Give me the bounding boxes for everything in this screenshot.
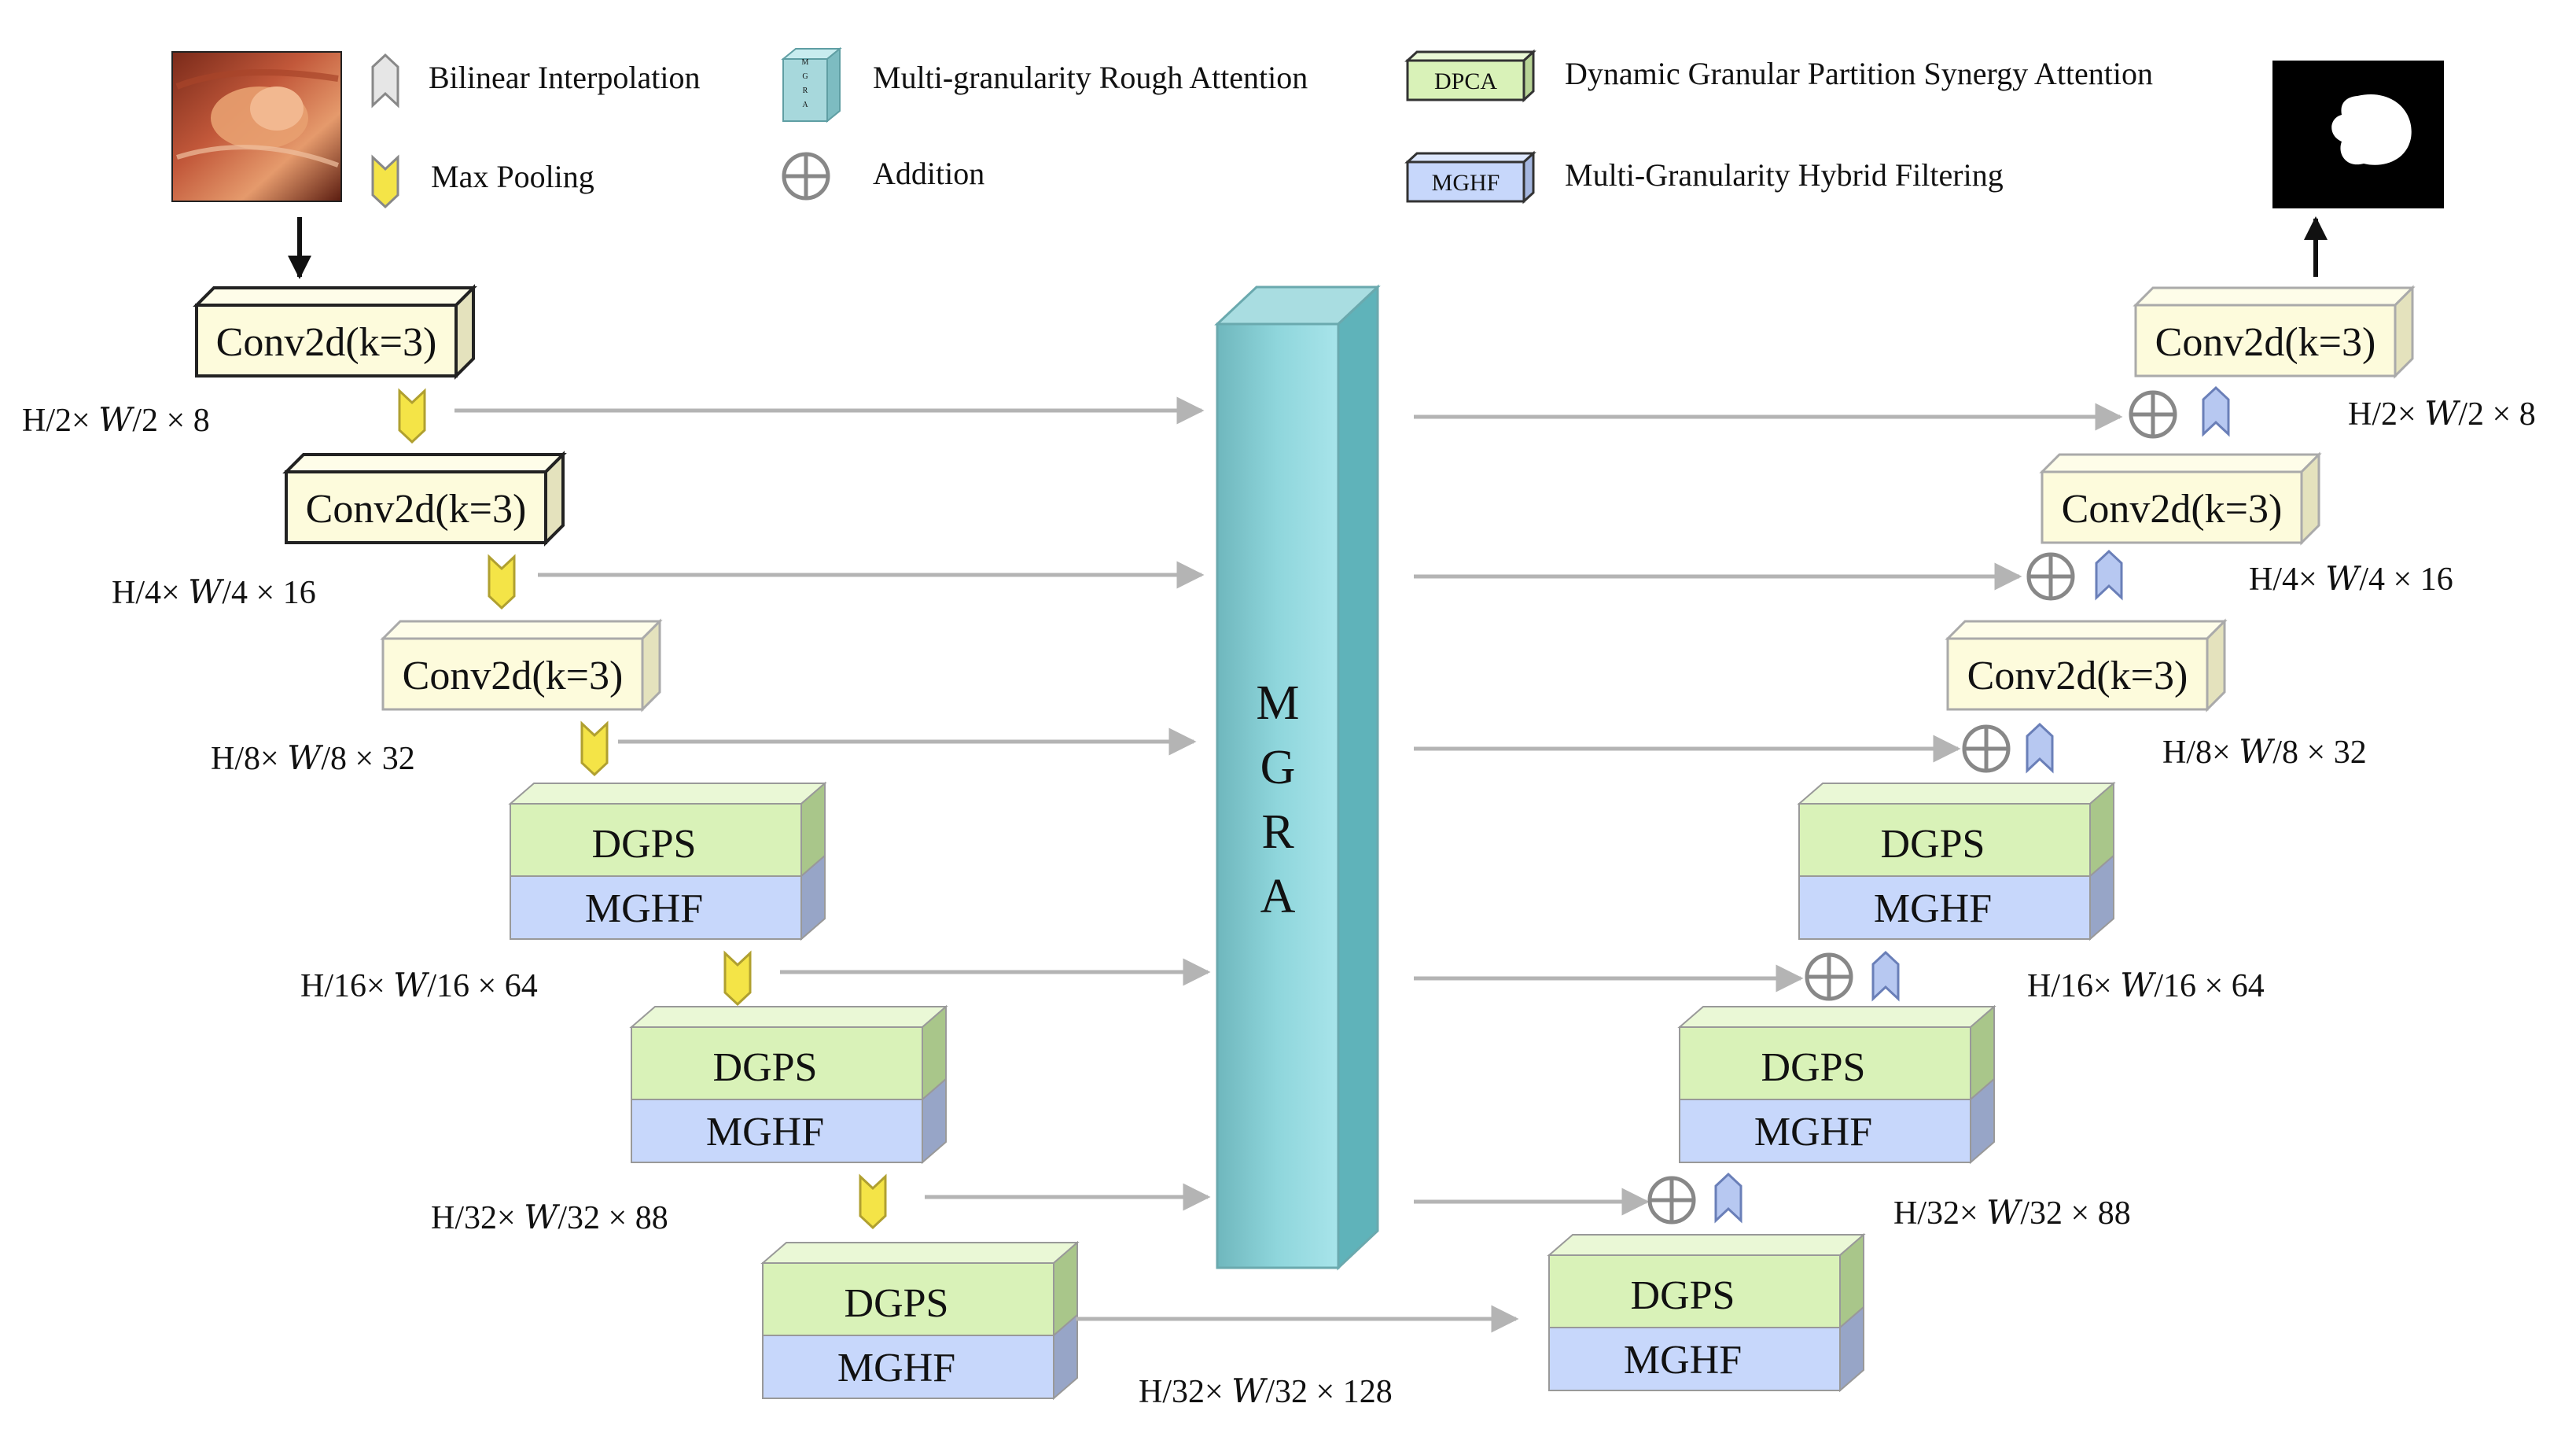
mgra-letter-m: M (1256, 676, 1299, 730)
decoder-dgps-1-label: DGPS (1881, 822, 1985, 867)
decoder-dim-1: H/2× 𝑊/2 × 8 (2348, 396, 2536, 433)
output-mask (2272, 61, 2444, 208)
encoder-dim-1: H/2× 𝑊/2 × 8 (22, 403, 210, 439)
decoder-mghf-3-label: MGHF (1624, 1338, 1742, 1383)
decoder-mghf-2-label: MGHF (1754, 1110, 1872, 1155)
encoder-mghf-3-label: MGHF (837, 1346, 955, 1390)
encoder-mghf-2-label: MGHF (706, 1110, 824, 1155)
encoder-conv-block-2: Conv2d(k=3) (282, 451, 567, 547)
encoder-conv-block-1: Conv2d(k=3) (193, 284, 477, 380)
encoder-conv-1-label: Conv2d(k=3) (216, 320, 437, 365)
legend-dpca-label: Dynamic Granular Partition Synergy Atten… (1565, 56, 2153, 91)
encoder-dgps-2-label: DGPS (713, 1045, 818, 1090)
bilinear-interpolation-icon-4 (1871, 950, 1900, 1002)
bilinear-interpolation-icon-2 (2095, 549, 2123, 601)
bottleneck-dim: H/32× 𝑊/32 × 128 (1139, 1374, 1393, 1410)
decoder: Conv2d(k=3) H/2× 𝑊/2 × 8 Conv2d(k=3) H/4… (1414, 285, 2536, 1393)
decoder-dim-3: H/8× 𝑊/8 × 32 (2162, 735, 2367, 771)
dpca-legend-box: DPCA (1404, 49, 1536, 103)
decoder-dgps-mghf-block-2: DGPS MGHF (1677, 1004, 1996, 1165)
decoder-conv-block-3: Conv2d(k=3) (1945, 618, 2228, 713)
decoder-dim-4: H/16× 𝑊/16 × 64 (2027, 968, 2265, 1004)
encoder-dim-2: H/4× 𝑊/4 × 16 (112, 575, 316, 611)
addition-icon-1 (2129, 390, 2177, 439)
dpca-legend-tag: DPCA (1434, 68, 1497, 94)
max-pooling-icon-3 (580, 720, 609, 777)
decoder-conv-block-1: Conv2d(k=3) (2133, 285, 2416, 379)
decoder-conv-block-2: Conv2d(k=3) (2039, 451, 2322, 546)
mgra-column: M G R A (1214, 284, 1381, 1271)
encoder: Conv2d(k=3) H/2× 𝑊/2 × 8 Conv2d(k=3) H/4… (22, 284, 1519, 1410)
addition-icon-4 (1805, 952, 1853, 1001)
addition-icon-2 (2026, 552, 2075, 601)
encoder-mghf-1-label: MGHF (585, 886, 703, 931)
max-pooling-icon-1 (398, 388, 426, 444)
encoder-conv-3-label: Conv2d(k=3) (403, 654, 624, 698)
input-image (171, 51, 342, 202)
decoder-conv-3-label: Conv2d(k=3) (1967, 654, 2188, 698)
addition-icon (782, 152, 830, 201)
decoder-conv-2-label: Conv2d(k=3) (2062, 487, 2283, 532)
max-pooling-icon-2 (488, 554, 516, 610)
decoder-dim-2: H/4× 𝑊/4 × 16 (2249, 562, 2453, 598)
encoder-dim-5: H/32× 𝑊/32 × 88 (431, 1200, 668, 1236)
legend: Bilinear Interpolation Max Pooling M G R… (171, 46, 2444, 279)
mgra-legend-letter-m: M (802, 58, 809, 67)
legend-bilinear-label: Bilinear Interpolation (429, 60, 700, 95)
mgra-letter-r: R (1261, 805, 1294, 859)
mghf-legend-tag: MGHF (1432, 170, 1500, 196)
addition-icon-5 (1647, 1176, 1696, 1225)
encoder-dgps-3-label: DGPS (845, 1281, 949, 1326)
bilinear-interpolation-icon-1 (2202, 385, 2230, 437)
decoder-dgps-mghf-block-1: DGPS MGHF (1797, 781, 2116, 941)
bilinear-interpolation-icon-5 (1714, 1172, 1742, 1224)
encoder-dgps-mghf-block-2: DGPS MGHF (629, 1004, 948, 1165)
legend-mghf-label: Multi-Granularity Hybrid Filtering (1565, 157, 2004, 193)
mgra-legend-letter-g: G (802, 72, 808, 81)
encoder-dgps-1-label: DGPS (592, 822, 697, 867)
decoder-mghf-1-label: MGHF (1874, 886, 1992, 931)
mgra-legend-cube: M G R A (781, 46, 842, 123)
mgra-legend-letter-a: A (802, 101, 808, 109)
decoder-dgps-mghf-block-3: DGPS MGHF (1547, 1232, 1866, 1393)
mgra-letter-g: G (1260, 741, 1296, 794)
encoder-dgps-mghf-block-1: DGPS MGHF (508, 781, 827, 941)
bilinear-interpolation-icon-3 (2026, 722, 2054, 774)
decoder-dgps-3-label: DGPS (1631, 1273, 1735, 1318)
decoder-dgps-2-label: DGPS (1761, 1045, 1866, 1090)
max-pooling-icon-4 (723, 950, 752, 1007)
encoder-dim-3: H/8× 𝑊/8 × 32 (211, 741, 415, 777)
mgra-letter-a: A (1260, 870, 1296, 923)
mghf-legend-box: MGHF (1404, 150, 1536, 204)
encoder-conv-block-3: Conv2d(k=3) (380, 618, 663, 713)
max-pooling-icon (371, 154, 399, 209)
encoder-dim-4: H/16× 𝑊/16 × 64 (300, 968, 538, 1004)
legend-maxpool-label: Max Pooling (431, 159, 594, 194)
max-pooling-icon-5 (859, 1173, 887, 1230)
encoder-conv-2-label: Conv2d(k=3) (306, 487, 527, 532)
bilinear-interpolation-icon (371, 53, 399, 109)
decoder-dim-5: H/32× 𝑊/32 × 88 (1893, 1195, 2131, 1232)
encoder-dgps-mghf-block-3: DGPS MGHF (760, 1240, 1080, 1401)
decoder-conv-1-label: Conv2d(k=3) (2155, 320, 2376, 365)
legend-addition-label: Addition (873, 156, 984, 191)
mgra-legend-letter-r: R (803, 87, 808, 95)
addition-icon-3 (1962, 724, 2011, 773)
legend-mgra-label: Multi-granularity Rough Attention (873, 60, 1308, 95)
